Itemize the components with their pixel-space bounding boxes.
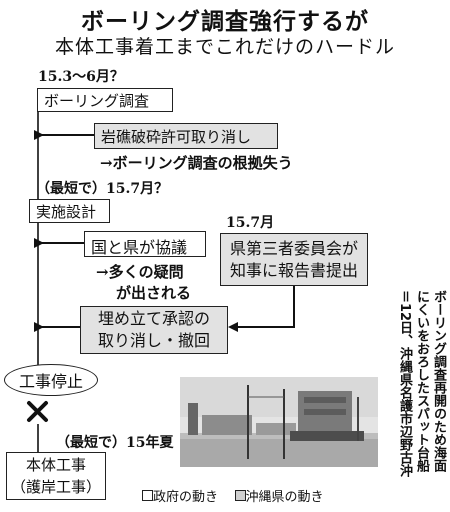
photo-spud-barge <box>180 377 378 467</box>
committee-connector <box>236 286 295 328</box>
photo-caption-col-3: ＝12日、沖縄県名護市辺野古沖 <box>397 290 412 478</box>
design-box: 実施設計 <box>29 199 110 223</box>
construction-stop-oval: 工事停止 <box>4 364 98 396</box>
period-label-pref: 15.7月 <box>226 215 275 231</box>
consult-note-2: が出される <box>116 284 192 302</box>
photo-caption: ボーリング調査再開のため海面 にくいをおろしたスパット台船 ＝12日、沖縄県名護… <box>378 290 446 478</box>
revoke-permit-box: 岩礁破砕許可取り消し <box>94 123 278 149</box>
period-label-design: （最短で）15.7月？ <box>36 181 169 197</box>
photo-caption-col-1: ボーリング調査再開のため海面 <box>431 290 446 472</box>
revoke-permit-note: →ボーリング調査の根拠失う <box>100 154 293 172</box>
legend-gov-label: 政府の動き <box>153 490 219 505</box>
design-label: 実施設計 <box>36 203 97 221</box>
legend-gov-swatch <box>142 490 153 501</box>
photo-drawing <box>180 377 378 467</box>
legend-pref-swatch <box>234 490 246 501</box>
consult-note-1: →多くの疑問 <box>96 263 184 281</box>
committee-line-2: 知事に報告書提出 <box>229 260 358 280</box>
main-construction-line-2: （護岸工事） <box>11 478 102 496</box>
consult-box: 国と県が協議 <box>84 231 206 257</box>
boring-survey-label: ボーリング調査 <box>44 92 150 110</box>
committee-line-1: 県第三者委員会が <box>229 238 358 258</box>
cancel-line-2: 取り消し・撤回 <box>97 331 210 350</box>
committee-box: 県第三者委員会が 知事に報告書提出 <box>220 233 368 286</box>
main-construction-box: 本体工事 （護岸工事） <box>6 452 106 500</box>
photo-caption-col-2: にくいをおろしたスパット台船 <box>414 290 429 472</box>
legend-pref-label: 沖縄県の動き <box>245 490 324 505</box>
boring-survey-box: ボーリング調査 <box>37 88 173 112</box>
revoke-permit-label: 岩礁破砕許可取り消し <box>101 128 252 146</box>
cancel-approval-box: 埋め立て承認の 取り消し・撤回 <box>80 306 228 354</box>
page-subtitle: 本体工事着工までこれだけのハードル <box>54 36 395 58</box>
period-label-boring: 15.3〜6月？ <box>38 69 124 85</box>
consult-label: 国と県が協議 <box>91 238 188 257</box>
main-construction-line-1: 本体工事 <box>25 456 86 474</box>
page-title: ボーリング調査強行するが <box>81 9 369 35</box>
construction-stop-label: 工事停止 <box>18 372 83 391</box>
cross-mark <box>27 401 48 422</box>
cancel-line-1: 埋め立て承認の <box>97 309 210 328</box>
period-label-main: （最短で）15年夏 <box>56 435 174 451</box>
legend: 政府の動き 沖縄県の動き <box>142 486 324 505</box>
